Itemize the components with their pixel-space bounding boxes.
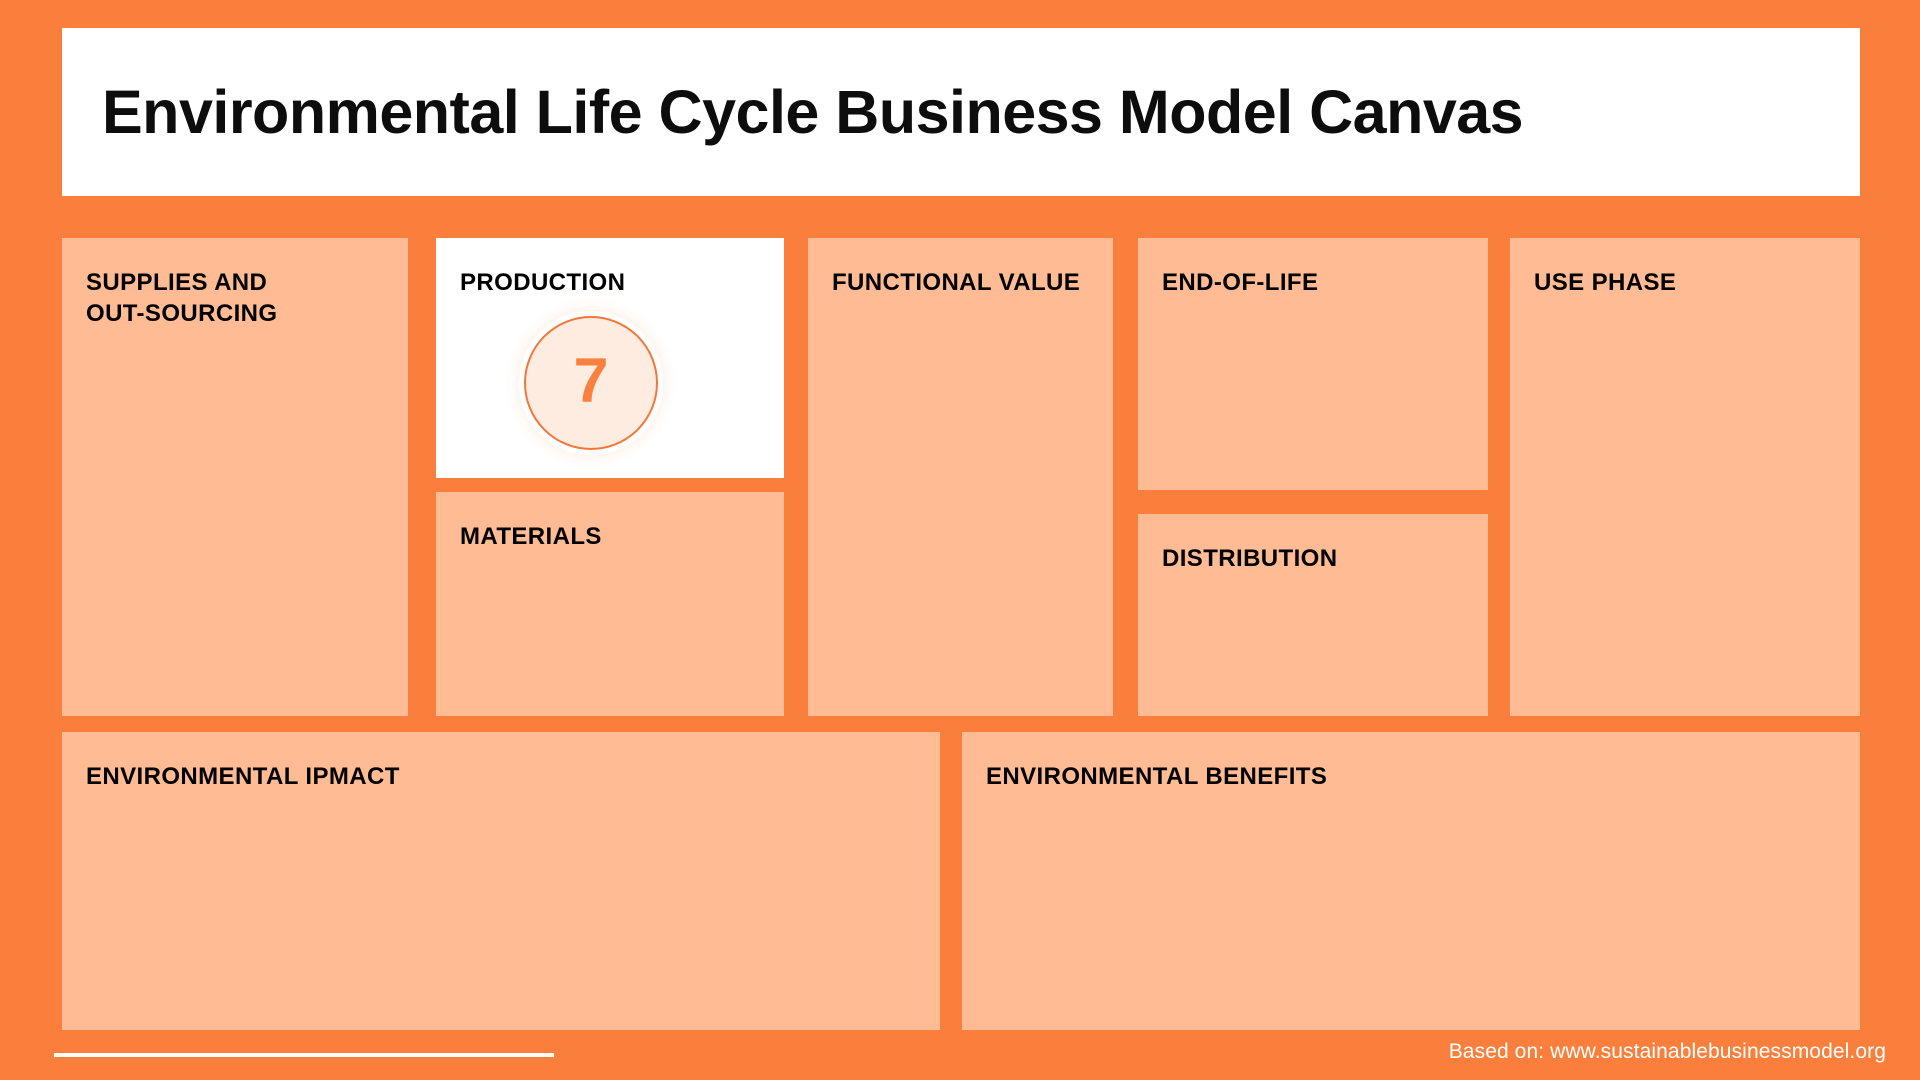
card-label-end-of-life: END-OF-LIFE xyxy=(1162,269,1319,296)
card-label-materials: MATERIALS xyxy=(460,523,602,550)
card-label-production: PRODUCTION xyxy=(460,269,626,296)
card-end-of-life[interactable]: END-OF-LIFE xyxy=(1138,238,1488,490)
card-label-functional-value: FUNCTIONAL VALUE xyxy=(832,269,1081,296)
card-functional-value[interactable]: FUNCTIONAL VALUE xyxy=(808,238,1113,716)
card-materials[interactable]: MATERIALS xyxy=(436,492,784,716)
card-label-environmental-impact: ENVIRONMENTAL IPMACT xyxy=(86,763,400,790)
footer-divider-line xyxy=(54,1053,554,1057)
card-label-environmental-benefits: ENVIRONMENTAL BENEFITS xyxy=(986,763,1328,790)
production-step-badge: 7 xyxy=(524,316,658,450)
card-use-phase[interactable]: USE PHASE xyxy=(1510,238,1860,716)
title-banner: Environmental Life Cycle Business Model … xyxy=(62,28,1860,196)
page-title: Environmental Life Cycle Business Model … xyxy=(102,77,1524,146)
footer-attribution: Based on: www.sustainablebusinessmodel.o… xyxy=(1448,1040,1886,1063)
card-production[interactable]: PRODUCTION 7 xyxy=(436,238,784,478)
card-supplies-and-outsourcing[interactable]: SUPPLIES AND OUT-SOURCING xyxy=(62,238,408,716)
card-label-use-phase: USE PHASE xyxy=(1534,269,1677,296)
card-environmental-impact[interactable]: ENVIRONMENTAL IPMACT xyxy=(62,732,940,1030)
card-label-distribution: DISTRIBUTION xyxy=(1162,545,1338,572)
card-label-supplies: SUPPLIES AND OUT-SOURCING xyxy=(86,269,278,327)
card-distribution[interactable]: DISTRIBUTION xyxy=(1138,514,1488,716)
production-step-number: 7 xyxy=(573,345,609,416)
card-environmental-benefits[interactable]: ENVIRONMENTAL BENEFITS xyxy=(962,732,1860,1030)
